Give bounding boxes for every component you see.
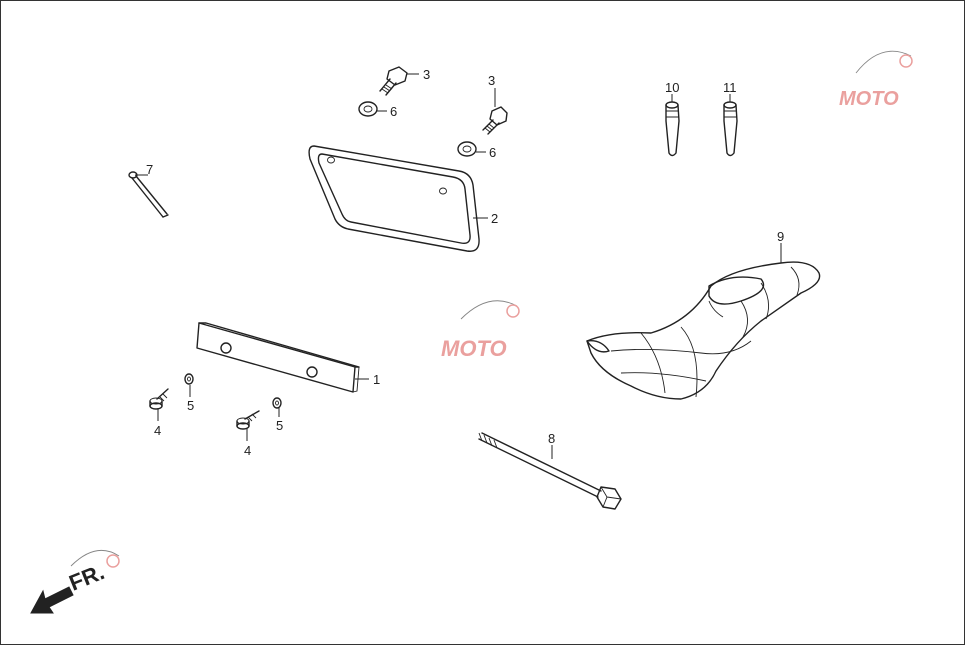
callout-3: 3 (423, 67, 430, 82)
part-9-seat (586, 261, 821, 400)
callout-5: 5 (276, 418, 283, 433)
callout-6: 6 (489, 145, 496, 160)
part-8-long-bolt (478, 432, 622, 510)
callout-4: 4 (154, 423, 161, 438)
front-arrow-icon (30, 586, 74, 614)
part-6-washer-b (457, 141, 477, 157)
callout-10: 10 (665, 80, 679, 95)
part-4-screw-a (149, 388, 169, 410)
callout-8: 8 (548, 431, 555, 446)
callout-3: 3 (488, 73, 495, 88)
callout-4: 4 (244, 443, 251, 458)
callout-1: 1 (373, 372, 380, 387)
watermark-logo-center: MOTO (441, 300, 520, 361)
part-10-grip (665, 101, 680, 157)
part-1-plate (196, 322, 360, 393)
callout-numbers: 1 2 3 3 4 4 5 5 6 6 7 8 9 10 11 (146, 67, 784, 458)
part-4-screw-b (236, 410, 260, 430)
part-3-bolt-a (379, 66, 408, 96)
callout-2: 2 (491, 211, 498, 226)
callout-5: 5 (187, 398, 194, 413)
part-2-frame (308, 145, 480, 252)
leader-lines (135, 73, 782, 459)
part-3-bolt-b (482, 106, 508, 135)
callout-11: 11 (723, 80, 737, 95)
part-5-washer-a (184, 373, 194, 385)
watermark-text: MOTO (839, 88, 899, 110)
part-11-grip (723, 101, 738, 157)
watermark-logo-top-right: MOTO (839, 50, 913, 110)
part-6-washer-a (358, 101, 378, 117)
callout-6: 6 (390, 104, 397, 119)
front-direction-indicator: FR. (30, 559, 108, 614)
watermark-logo-bottom-left (70, 549, 120, 568)
callout-7: 7 (146, 162, 153, 177)
callout-9: 9 (777, 229, 784, 244)
part-7-cotter-pin (128, 171, 169, 218)
part-5-washer-b (272, 397, 282, 409)
watermark-text: MOTO (441, 336, 507, 361)
